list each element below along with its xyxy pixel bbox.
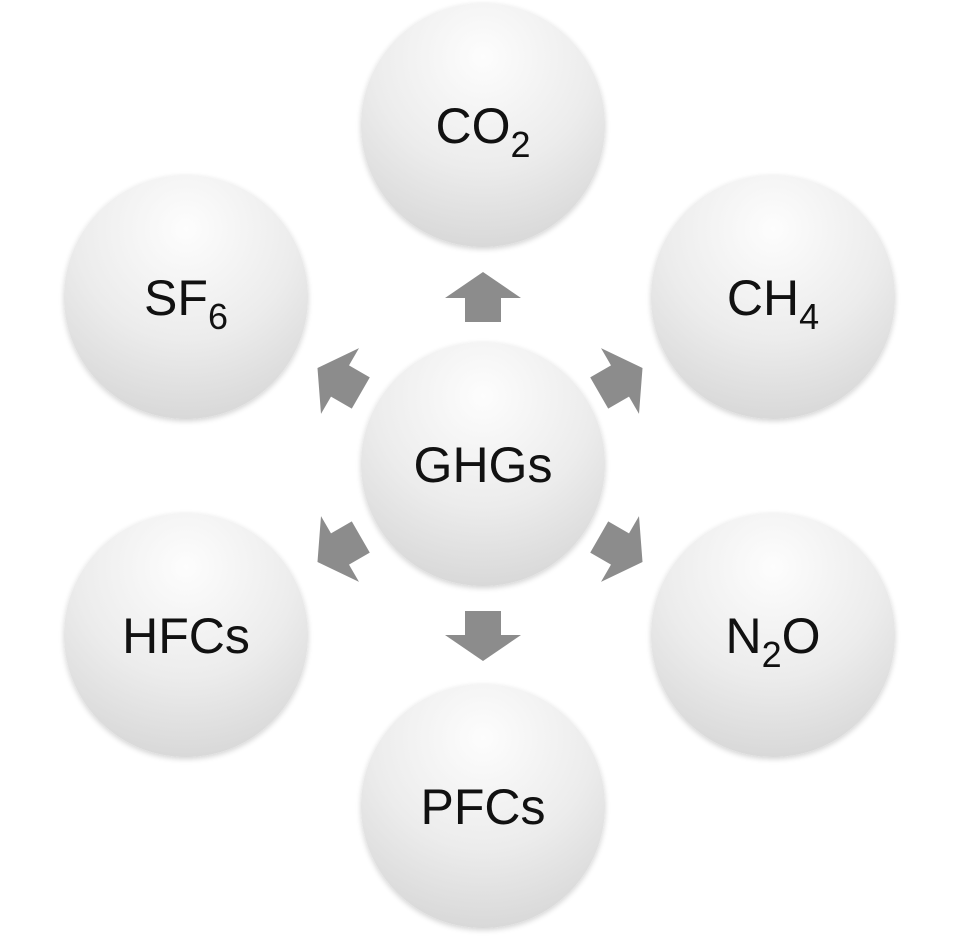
node-co2-label: CO2	[435, 98, 530, 165]
node-sf6: SF6	[64, 175, 308, 419]
center-node: GHGs	[361, 342, 605, 586]
node-pfcs-label: PFCs	[421, 779, 546, 835]
arrow-to-pfcs	[445, 611, 521, 661]
arrow-to-hfcs	[317, 516, 370, 582]
arrow-to-sf6	[317, 348, 370, 414]
center-label: GHGs	[414, 437, 553, 493]
node-sf6-label: SF6	[144, 270, 228, 337]
node-n2o-label: N2O	[725, 608, 820, 675]
node-pfcs: PFCs	[361, 684, 605, 928]
node-hfcs-label: HFCs	[122, 608, 250, 664]
arrow-to-co2	[445, 272, 521, 322]
arrow-to-n2o	[590, 516, 643, 582]
node-n2o: N2O	[651, 513, 895, 757]
node-co2: CO2	[361, 3, 605, 247]
arrow-to-ch4	[590, 348, 643, 414]
node-ch4-label: CH4	[727, 270, 819, 337]
node-hfcs: HFCs	[64, 513, 308, 757]
node-ch4: CH4	[651, 175, 895, 419]
